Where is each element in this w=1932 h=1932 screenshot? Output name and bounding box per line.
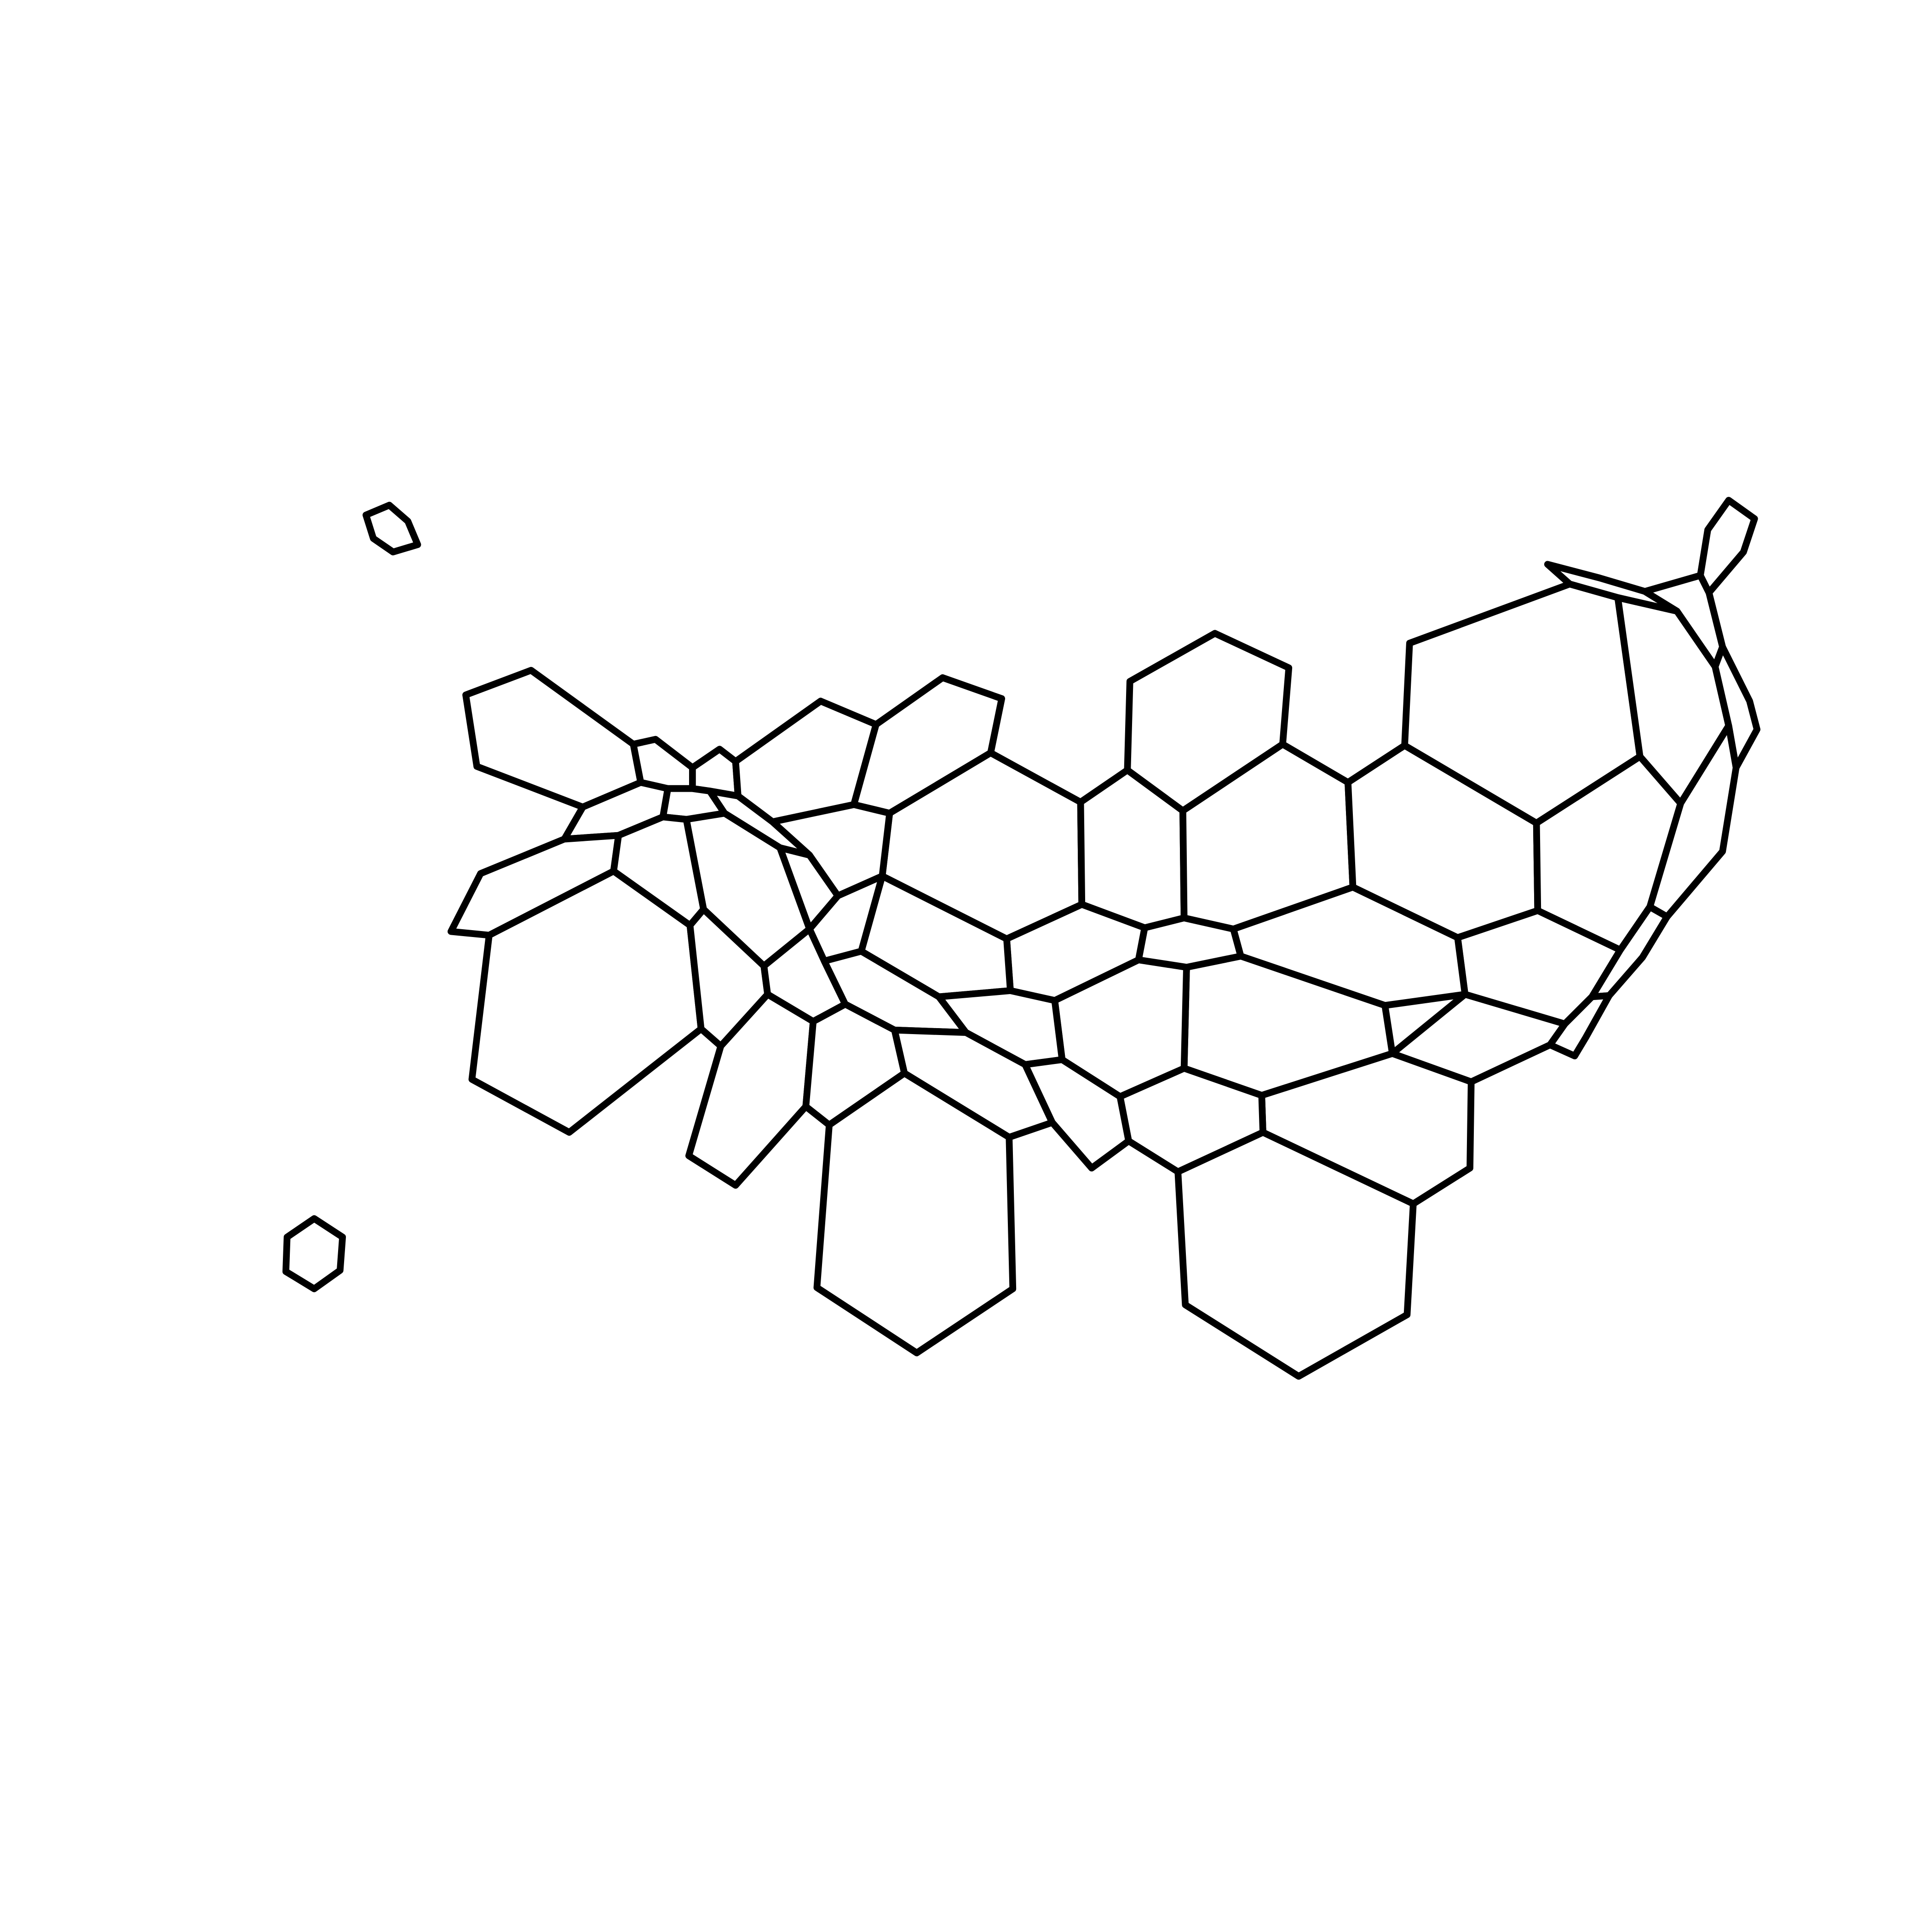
map-cell	[1022, 1056, 1132, 1172]
map-cells	[282, 497, 1761, 1380]
map-cell	[813, 1070, 1017, 1357]
map-cell	[282, 1215, 346, 1293]
map-cell	[362, 501, 421, 556]
map-cell	[1135, 914, 1244, 971]
map-cell	[1697, 497, 1758, 596]
map-cell	[462, 667, 644, 811]
